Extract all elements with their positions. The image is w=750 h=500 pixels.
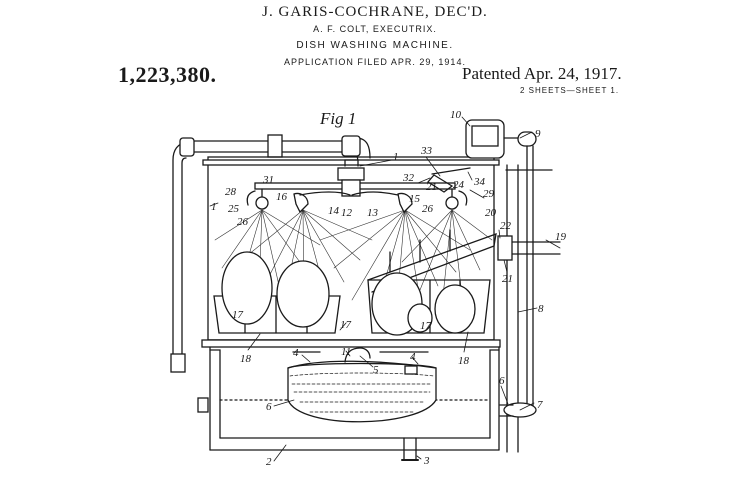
ref-21-lower: 21 [502, 273, 513, 285]
ref-15: 15 [409, 193, 421, 205]
ref-12: 12 [341, 207, 353, 219]
ref-17-right: 17 [420, 320, 432, 332]
ref-28: 28 [225, 186, 237, 198]
ref-9: 9 [535, 128, 541, 140]
ref-11: 11 [341, 346, 351, 358]
ref-33: 33 [420, 145, 433, 157]
ref-8: 8 [538, 303, 544, 315]
patent-title: DISH WASHING MACHINE. [296, 40, 454, 51]
ref-34: 34 [473, 176, 486, 188]
sheet-count: 2 SHEETS—SHEET 1. [520, 86, 620, 95]
inventor-name: J. GARIS-COCHRANE, DEC'D. [262, 4, 488, 20]
ref-19: 19 [555, 231, 567, 243]
application-filed-line: APPLICATION FILED APR. 29, 1914. [284, 57, 466, 67]
reference-numerals: 1 1 2 3 4 4 5 6 6 7 8 9 10 11 12 13 14 1… [211, 109, 567, 468]
ref-7: 7 [537, 399, 543, 411]
ref-25: 25 [228, 203, 240, 215]
ref-6-left: 6 [266, 401, 272, 413]
ref-4-left: 4 [293, 347, 299, 359]
cabinet [201, 156, 501, 348]
ref-13: 13 [367, 207, 379, 219]
ref-32: 32 [402, 172, 415, 184]
ref-10: 10 [450, 109, 462, 121]
ref-31: 31 [262, 174, 274, 186]
ref-26-left: 26 [237, 216, 249, 228]
ref-20: 20 [485, 207, 497, 219]
ref-22: 22 [500, 220, 512, 232]
patent-number: 1,223,380. [118, 62, 217, 87]
ref-14: 14 [328, 205, 340, 217]
leader-lines [209, 116, 561, 462]
spray-manifold [246, 159, 471, 214]
ref-16: 16 [276, 191, 288, 203]
ref-6-right: 6 [499, 375, 505, 387]
ref-3: 3 [423, 455, 430, 467]
ref-1-top: 1 [393, 151, 399, 163]
ref-18-left: 18 [240, 353, 252, 365]
ref-26-right: 26 [422, 203, 434, 215]
patent-date: Patented Apr. 24, 1917. [462, 64, 622, 83]
supply-pipe [170, 134, 371, 373]
ref-21-upper: 21 [426, 181, 437, 193]
ref-24: 24 [453, 179, 465, 191]
ref-17-left: 17 [232, 309, 244, 321]
executrix-line: A. F. COLT, EXECUTRIX. [313, 24, 437, 34]
figure-label: Fig 1 [319, 109, 356, 128]
ref-4-right: 4 [410, 351, 416, 363]
ref-5: 5 [373, 364, 379, 376]
ref-18-right: 18 [458, 355, 470, 367]
lower-tank [197, 346, 500, 451]
dishes [221, 251, 476, 336]
ref-1-left: 1 [211, 201, 217, 213]
drive-assembly [465, 119, 561, 453]
pump-chamber [287, 347, 437, 461]
ref-17-center: 17 [340, 319, 352, 331]
ref-2: 2 [266, 456, 272, 468]
ref-29: 29 [483, 188, 495, 200]
